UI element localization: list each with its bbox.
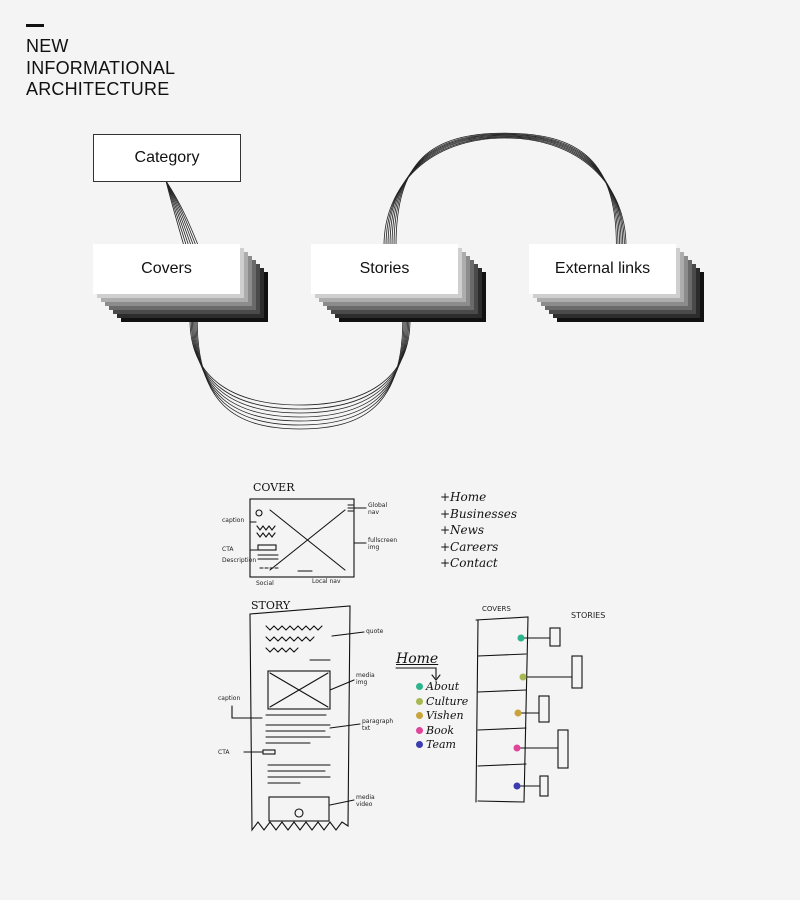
- story-dots: [513, 634, 527, 790]
- story-quote-1: [265, 625, 323, 631]
- story-video-box: [268, 796, 330, 822]
- covers-node[interactable]: Covers: [93, 244, 240, 294]
- story-play-icon: [294, 808, 304, 818]
- story-title: STORY: [251, 599, 291, 612]
- home-list-item: About: [416, 680, 459, 693]
- home-list-label: Culture: [426, 694, 469, 708]
- stories-doc-1: [549, 627, 561, 647]
- stories-doc-3: [538, 695, 550, 723]
- curve-covers-stories: [196, 319, 404, 430]
- cover-x2: [269, 509, 346, 571]
- home-list-item: Team: [416, 738, 456, 751]
- covers-label: Covers: [141, 260, 192, 277]
- cover-logo-circle: [255, 509, 263, 517]
- story-media-img-label: media img: [356, 672, 375, 686]
- story-quote-pointer: [331, 631, 365, 637]
- cover-title: COVER: [253, 481, 295, 494]
- cover-description-label: Description: [222, 557, 257, 564]
- title-line-3: ARCHITECTURE: [26, 79, 170, 99]
- curve-stories-external: [395, 132, 617, 247]
- cover-local-nav-label: Local nav: [312, 578, 341, 585]
- covers-row-4: [477, 763, 527, 767]
- story-video-pointer: [329, 799, 355, 806]
- home-list-label: Vishen: [426, 709, 464, 722]
- title-line-2: INFORMATIONAL: [26, 57, 176, 78]
- nav-list-item: +Careers: [440, 539, 499, 554]
- nav-list-item: +Contact: [440, 556, 498, 570]
- home-arrow-head: [431, 674, 441, 681]
- home-list-label: Team: [426, 738, 456, 751]
- covers-dot: [517, 634, 525, 642]
- stories-node[interactable]: Stories: [311, 244, 458, 294]
- stories-doc-4: [557, 729, 569, 769]
- page-title: NEW INFORMATIONAL ARCHITECTURE: [26, 24, 175, 101]
- covers-dot: [519, 673, 527, 681]
- bullet-dot-icon: [416, 697, 423, 705]
- story-para-pointer: [329, 723, 361, 729]
- stories-label: Stories: [359, 260, 410, 277]
- stories-doc-2: [571, 655, 583, 689]
- story-cta-box: [262, 749, 276, 755]
- story-quote-label: quote: [366, 628, 384, 635]
- home-list-item: Culture: [416, 695, 468, 708]
- home-list-label: About: [426, 680, 460, 693]
- story-cta-label: CTA: [218, 749, 230, 756]
- covers-row-2: [477, 689, 527, 693]
- cover-squiggle-2: [256, 532, 276, 538]
- covers-row-1: [477, 653, 527, 657]
- home-list-item: Book: [416, 724, 454, 737]
- covers-column: [475, 616, 529, 803]
- covers-title: COVERS: [482, 605, 511, 613]
- cover-social-label: Social: [256, 580, 274, 587]
- cover-global-nav-label: Global nav: [368, 502, 388, 516]
- external-links-label: External links: [554, 260, 651, 277]
- home-title: Home: [396, 651, 439, 667]
- story-img-x2: [269, 672, 329, 708]
- cover-cta-box: [257, 544, 277, 551]
- category-node[interactable]: Category: [93, 134, 241, 182]
- story-quote-3: [265, 647, 299, 653]
- covers-row-3: [477, 727, 527, 731]
- nav-list-item: +News: [440, 523, 485, 537]
- cover-frame: [249, 498, 355, 578]
- cover-cta-label: CTA: [222, 546, 234, 553]
- connector-curves: [165, 132, 627, 430]
- bullet-dot-icon: [416, 726, 423, 734]
- story-img-pointer: [329, 679, 355, 691]
- title-line-1: NEW: [26, 36, 69, 56]
- cover-fullscreen-label: fullscreen img: [368, 537, 398, 551]
- bullet-dot-icon: [416, 741, 423, 748]
- story-caption-label: caption: [218, 695, 241, 702]
- covers-dot: [514, 709, 522, 717]
- bullet-dot-icon: [416, 683, 423, 690]
- title-dash: [26, 24, 44, 27]
- nav-list-item: +Businesses: [440, 506, 518, 521]
- stories-title: STORIES: [571, 611, 606, 620]
- nav-list-item: +Home: [440, 490, 487, 504]
- covers-dot: [513, 782, 521, 790]
- bullet-dot-icon: [416, 712, 423, 719]
- story-quote-2: [265, 636, 315, 642]
- home-list-label: Book: [426, 723, 454, 737]
- cover-squiggle: [256, 525, 276, 531]
- home-arrow: [395, 667, 437, 679]
- stories-doc-5: [539, 775, 549, 797]
- home-list-item: Vishen: [416, 709, 464, 722]
- curve-category-covers: [165, 180, 199, 247]
- external-links-node[interactable]: External links: [529, 244, 676, 294]
- category-label: Category: [134, 149, 200, 166]
- covers-dot: [513, 744, 521, 752]
- story-frame: [249, 605, 351, 832]
- cover-caption-label: caption: [222, 517, 245, 524]
- story-paragraph-label: paragraph txt: [362, 718, 394, 732]
- story-media-video-label: media video: [356, 794, 375, 808]
